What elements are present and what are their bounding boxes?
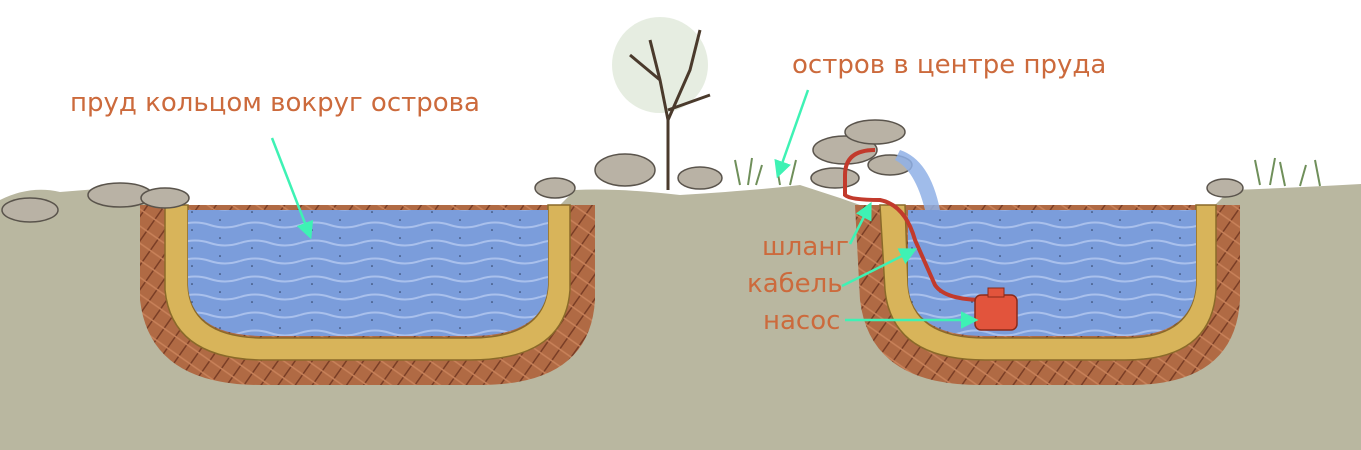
tree-icon xyxy=(612,17,711,190)
left-bank-stones-icon xyxy=(1,177,1244,223)
arrow-pond-ring xyxy=(270,137,314,240)
hose xyxy=(843,148,986,302)
left-pond-water xyxy=(188,210,548,336)
pump-icon xyxy=(974,287,1018,331)
label-cable: кабель xyxy=(747,269,843,299)
label-island: остров в центре пруда xyxy=(792,50,1107,80)
arrow-island xyxy=(774,89,810,179)
grass-icon xyxy=(734,157,1321,187)
right-pond-water xyxy=(908,210,1196,336)
left-pond-liner xyxy=(164,204,571,361)
arrow-cable xyxy=(841,248,918,288)
island-stones-icon xyxy=(594,119,913,190)
arrow-hose xyxy=(848,201,872,245)
label-hose: шланг xyxy=(762,232,850,262)
label-pump: насос xyxy=(763,306,841,336)
waterfall xyxy=(895,150,940,210)
label-pond-ring: пруд кольцом вокруг острова xyxy=(70,88,480,118)
right-pond-liner xyxy=(879,204,1217,361)
